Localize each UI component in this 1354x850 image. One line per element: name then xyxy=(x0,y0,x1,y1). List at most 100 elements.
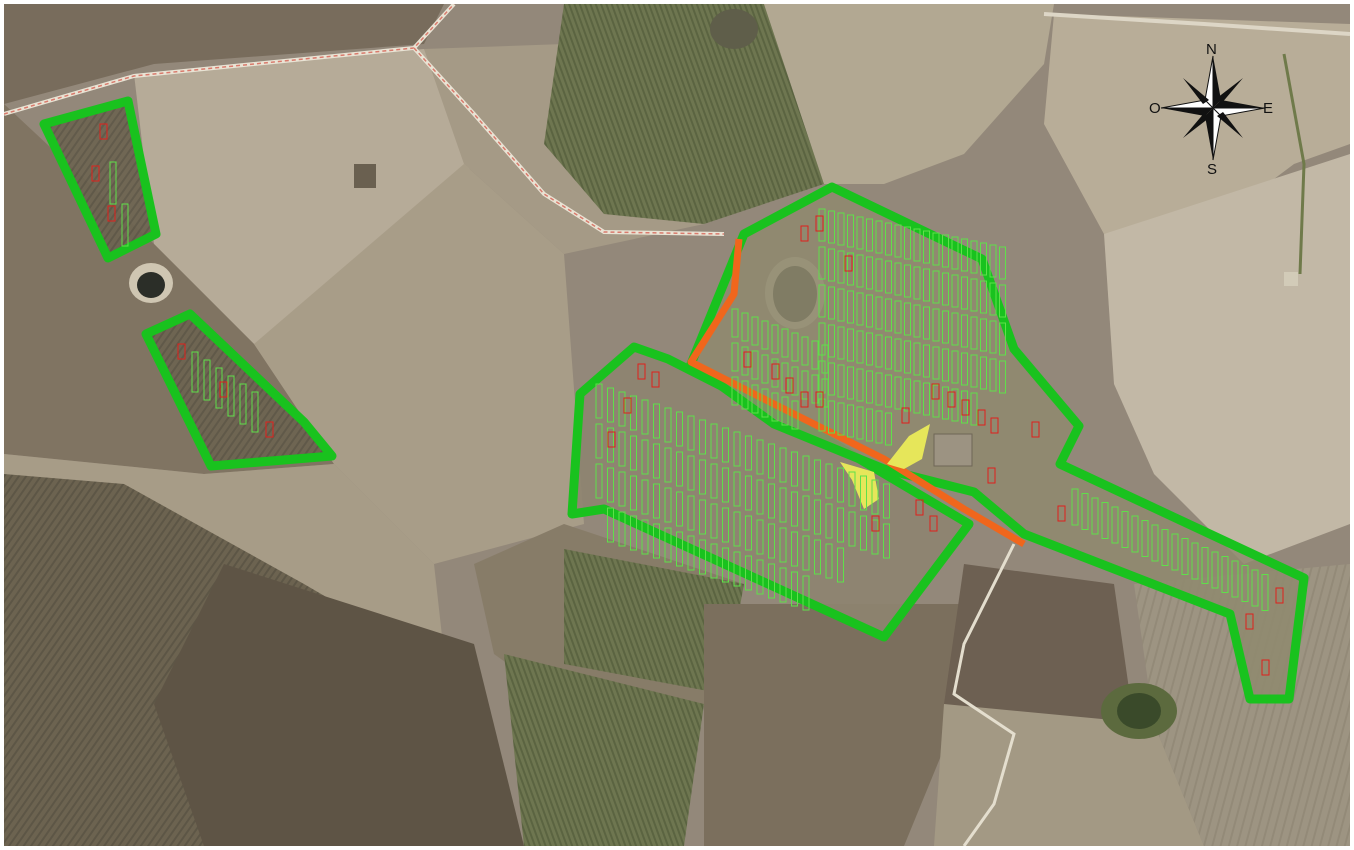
tracker-module xyxy=(923,344,930,378)
tracker-module xyxy=(741,312,749,342)
tracker-module xyxy=(1111,506,1119,544)
inverter-module xyxy=(771,363,780,380)
tracker-module xyxy=(932,308,940,342)
tracker-module xyxy=(856,406,864,440)
inverter-module xyxy=(929,515,938,532)
tracker-module xyxy=(828,400,835,434)
pond-southeast xyxy=(1117,693,1161,729)
tracker-module xyxy=(811,374,819,404)
tracker-module xyxy=(814,539,821,575)
tracker-module xyxy=(699,499,706,535)
tracker-module xyxy=(828,324,835,358)
tracker-module xyxy=(837,288,845,322)
tracker-module xyxy=(801,336,809,366)
field-patch xyxy=(544,4,824,224)
inverter-module xyxy=(219,381,228,398)
tracker-module xyxy=(942,348,949,382)
tracker-module xyxy=(894,338,902,372)
tracker-module xyxy=(828,210,835,244)
tracker-module xyxy=(847,366,854,400)
tracker-module xyxy=(802,535,810,571)
tracker-module xyxy=(607,507,614,543)
inverter-module xyxy=(743,351,752,368)
tracker-module xyxy=(1071,488,1079,526)
tracker-module xyxy=(866,256,873,290)
tracker-module xyxy=(761,388,769,418)
tracker-module xyxy=(215,367,223,409)
tracker-module xyxy=(818,208,826,242)
tracker-module xyxy=(999,284,1006,318)
tracker-module xyxy=(781,396,789,426)
inverter-module xyxy=(961,399,970,416)
tracker-module xyxy=(885,374,892,408)
tracker-module xyxy=(1151,524,1159,562)
tracker-module xyxy=(970,278,978,312)
inverter-module xyxy=(107,205,116,222)
inverter-module xyxy=(915,499,924,516)
tracker-module xyxy=(961,352,968,386)
tracker-module xyxy=(768,443,775,479)
tracker-module xyxy=(970,240,978,274)
tracker-module xyxy=(961,314,968,348)
tracker-module xyxy=(1161,529,1169,566)
tracker-module xyxy=(1091,497,1099,535)
inverter-module xyxy=(815,215,824,232)
inverter-module xyxy=(785,377,794,394)
tracker-module xyxy=(595,383,603,419)
field-patch xyxy=(154,564,524,846)
tracker-module xyxy=(630,435,637,471)
tracker-module xyxy=(814,459,821,495)
tracker-module xyxy=(607,387,614,423)
tracker-module xyxy=(883,523,890,559)
inverter-module xyxy=(800,225,809,242)
tracker-module xyxy=(191,351,199,393)
inverter-module xyxy=(987,467,996,484)
field-patch xyxy=(764,4,1054,184)
map-viewport[interactable]: N S O E xyxy=(4,4,1350,846)
tracker-module xyxy=(1261,574,1269,611)
structure-area-south xyxy=(840,462,879,509)
tracker-module xyxy=(699,419,706,455)
compass-west-label: O xyxy=(1149,100,1161,117)
tracker-module xyxy=(847,252,854,286)
tracker-module xyxy=(837,250,845,284)
tracker-module xyxy=(722,427,729,463)
tracker-module xyxy=(687,495,695,531)
tracker-module xyxy=(630,475,637,511)
tracker-module xyxy=(894,224,902,258)
tracker-module xyxy=(109,161,117,205)
inverter-module xyxy=(871,515,880,532)
tracker-module xyxy=(733,431,741,467)
tracker-module xyxy=(848,471,856,507)
inverter-module xyxy=(1031,421,1040,438)
tracker-module xyxy=(1201,547,1209,584)
tracker-module xyxy=(741,346,749,376)
tracker-module xyxy=(768,563,775,599)
tracker-module xyxy=(932,346,940,380)
tracker-module xyxy=(875,220,883,254)
tracker-module xyxy=(676,411,683,447)
tracker-module xyxy=(239,383,247,425)
compass-east-label: E xyxy=(1263,100,1274,117)
tracker-module xyxy=(733,551,741,587)
tracker-module xyxy=(1191,542,1199,580)
tracker-module xyxy=(951,274,959,308)
tracker-module xyxy=(913,228,921,262)
inverter-module xyxy=(815,391,824,408)
tracker-module xyxy=(676,451,683,487)
tracker-module xyxy=(837,507,844,543)
field-patch xyxy=(934,704,1204,846)
tracker-module xyxy=(745,555,752,591)
tracker-module xyxy=(821,344,829,374)
tracker-module xyxy=(791,571,798,607)
tracker-module xyxy=(756,479,764,515)
inverter-module xyxy=(91,165,100,182)
tracker-module xyxy=(791,451,798,487)
tracker-module xyxy=(710,543,718,579)
tracker-module xyxy=(618,391,626,427)
tracker-module xyxy=(664,487,672,523)
tracker-module xyxy=(733,471,741,507)
tracker-module xyxy=(837,364,845,398)
tracker-module xyxy=(641,399,649,435)
tracker-module xyxy=(731,342,739,372)
